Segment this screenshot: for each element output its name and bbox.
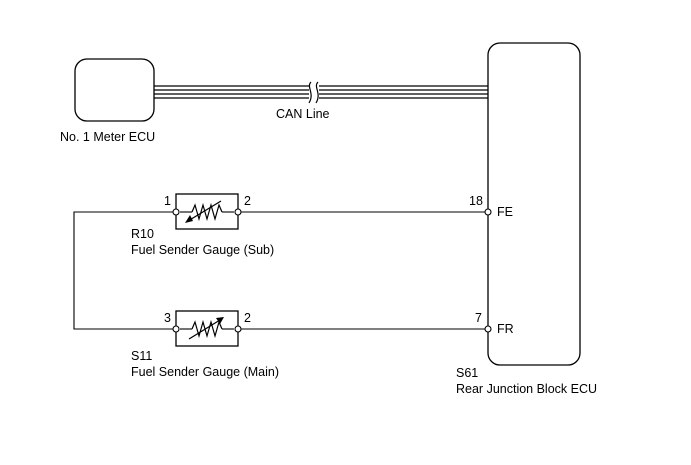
sender-main-name: Fuel Sender Gauge (Main)	[131, 365, 279, 379]
sender-sub-resistor	[191, 202, 223, 222]
pin-fe-name: FE	[497, 205, 513, 219]
wire-r10-to-s11	[73, 211, 176, 330]
pin-fr-number: 7	[475, 311, 482, 325]
junction-ecu-name: Rear Junction Block ECU	[456, 382, 597, 396]
sender-sub-wiper	[187, 200, 222, 222]
junction-ecu-code: S61	[456, 366, 478, 380]
can-line-label: CAN Line	[276, 107, 330, 121]
sender-main-code: S11	[131, 349, 152, 363]
sender-main-pin-left: 3	[164, 311, 171, 325]
pin-fr-name: FR	[497, 322, 514, 336]
sender-main-wiper	[188, 319, 221, 340]
sender-sub-name: Fuel Sender Gauge (Sub)	[131, 243, 274, 257]
sender-sub-code: R10	[131, 227, 154, 241]
pin-fe-number: 18	[469, 194, 483, 208]
junction-ecu-box	[487, 42, 581, 366]
sender-main-resistor	[191, 319, 223, 339]
pin-fe-terminal	[484, 208, 492, 216]
sender-sub-component	[172, 193, 242, 230]
sender-sub-pin-left: 1	[164, 194, 171, 208]
meter-ecu-box	[74, 58, 155, 122]
can-line-break-mark	[308, 81, 319, 104]
pin-r10-2	[234, 208, 242, 216]
pin-r10-1	[172, 208, 180, 216]
sender-main-arrowhead	[216, 317, 224, 324]
sender-main-component	[172, 310, 242, 347]
can-line-bundle	[154, 85, 488, 99]
meter-ecu-label: No. 1 Meter ECU	[60, 130, 155, 144]
sender-sub-arrowhead	[185, 215, 193, 223]
wires	[73, 211, 487, 330]
sender-sub-pin-right: 2	[244, 194, 251, 208]
sender-main-pin-right: 2	[244, 311, 251, 325]
pin-fr-terminal	[484, 325, 492, 333]
pin-s11-2	[234, 325, 242, 333]
pin-s11-3	[172, 325, 180, 333]
